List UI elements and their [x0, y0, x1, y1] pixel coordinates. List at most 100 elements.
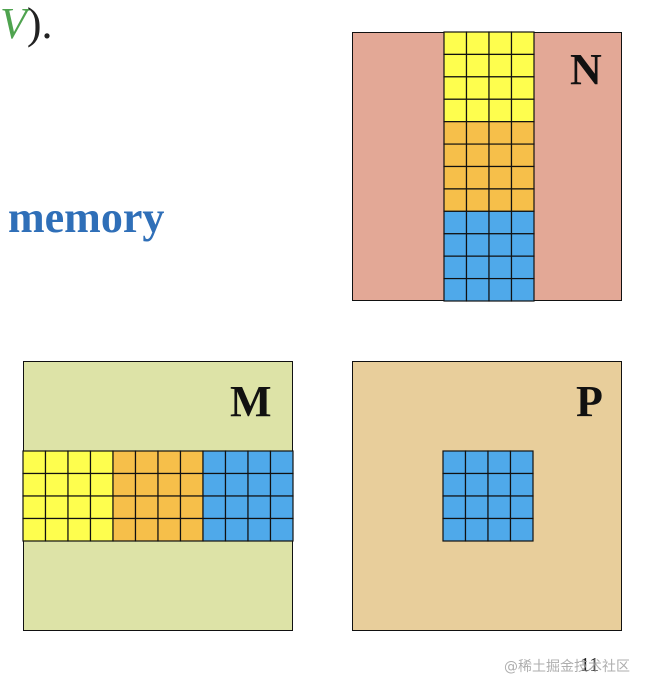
m-tile-1-cell — [44, 450, 69, 475]
n-tile-3-cell — [443, 255, 468, 280]
n-tile-3-cell — [488, 277, 513, 302]
p-tile-cell — [487, 495, 512, 520]
m-tile-1-cell — [44, 517, 69, 542]
n-tile-2-cell — [443, 121, 468, 145]
page-number: 11 — [580, 654, 600, 676]
n-tile-3-cell — [465, 233, 490, 257]
n-tile-3-cell — [465, 277, 490, 302]
p-tile-cell — [442, 495, 467, 520]
variable-v: V — [0, 0, 27, 48]
m-tile-3-cell — [202, 472, 227, 497]
m-tile-2-cell — [134, 450, 159, 475]
matrix-p-output-tile — [442, 450, 534, 542]
m-tile-1-cell — [89, 517, 114, 542]
m-tile-2-cell — [112, 450, 137, 475]
n-tile-2-cell — [488, 188, 513, 212]
n-tile-1-cell — [465, 53, 490, 78]
m-tile-3-cell — [202, 495, 227, 520]
m-tile-1-cell — [22, 450, 47, 475]
m-tile-3-cell — [202, 450, 227, 475]
m-tile-3-cell — [269, 495, 294, 520]
m-tile-2-cell — [112, 472, 137, 497]
matrix-n-label: N — [570, 45, 602, 94]
m-tile-3-cell — [202, 517, 227, 542]
n-tile-3-cell — [510, 255, 535, 280]
n-tile-3-cell — [443, 277, 468, 302]
m-tile-2-cell — [112, 517, 137, 542]
m-tile-3-cell — [247, 517, 272, 542]
closing-paren: ). — [26, 0, 53, 48]
memory-heading: memory — [8, 193, 165, 242]
n-tile-2-cell — [443, 143, 468, 168]
m-tile-3-cell — [269, 517, 294, 542]
n-tile-1-cell — [443, 53, 468, 78]
m-tile-3-cell — [247, 472, 272, 497]
n-tile-1-cell — [488, 53, 513, 78]
n-tile-1-cell — [510, 53, 535, 78]
n-tile-1-cell — [465, 98, 490, 123]
n-tile-3-cell — [510, 277, 535, 302]
m-tile-2-cell — [134, 495, 159, 520]
p-tile-cell — [464, 517, 489, 542]
n-tile-2-cell — [510, 165, 535, 190]
m-tile-2-cell — [134, 517, 159, 542]
n-tile-1-cell — [488, 31, 513, 56]
matrix-m-label: M — [230, 377, 272, 426]
n-tile-3-cell — [488, 233, 513, 257]
n-tile-1-cell — [443, 76, 468, 100]
m-tile-3-cell — [224, 450, 249, 475]
matrix-m-tile-row — [22, 450, 294, 542]
p-tile-cell — [509, 495, 534, 520]
n-tile-1-cell — [443, 31, 468, 56]
n-tile-2-cell — [465, 165, 490, 190]
p-tile-cell — [442, 450, 467, 475]
watermark: @稀土掘金技术社区 — [504, 659, 630, 675]
m-tile-1-cell — [44, 495, 69, 520]
m-tile-1-cell — [67, 450, 92, 475]
partial-equation-text: V). — [0, 2, 53, 46]
m-tile-3-cell — [269, 472, 294, 497]
m-tile-1-cell — [89, 495, 114, 520]
n-tile-1-cell — [510, 98, 535, 123]
m-tile-3-cell — [247, 450, 272, 475]
m-tile-2-cell — [179, 450, 204, 475]
n-tile-1-cell — [510, 76, 535, 100]
m-tile-1-cell — [44, 472, 69, 497]
p-tile-cell — [464, 495, 489, 520]
m-tile-1-cell — [67, 517, 92, 542]
p-tile-cell — [442, 517, 467, 542]
n-tile-2-cell — [510, 121, 535, 145]
m-tile-3-cell — [224, 495, 249, 520]
n-tile-3-cell — [443, 233, 468, 257]
m-tile-1-cell — [67, 495, 92, 520]
n-tile-3-cell — [465, 255, 490, 280]
p-tile-cell — [464, 472, 489, 497]
p-tile-cell — [509, 450, 534, 475]
m-tile-1-cell — [22, 495, 47, 520]
m-tile-2-cell — [157, 495, 182, 520]
n-tile-2-cell — [488, 121, 513, 145]
p-tile-cell — [487, 517, 512, 542]
n-tile-1-cell — [465, 31, 490, 56]
n-tile-3-cell — [443, 210, 468, 235]
n-tile-2-cell — [488, 165, 513, 190]
m-tile-1-cell — [22, 517, 47, 542]
n-tile-2-cell — [465, 188, 490, 212]
matrix-p-label: P — [576, 377, 603, 426]
m-tile-3-cell — [224, 472, 249, 497]
n-tile-2-cell — [443, 188, 468, 212]
n-tile-3-cell — [510, 210, 535, 235]
m-tile-2-cell — [179, 517, 204, 542]
p-tile-cell — [487, 450, 512, 475]
m-tile-2-cell — [179, 495, 204, 520]
p-tile-cell — [442, 472, 467, 497]
n-tile-1-cell — [510, 31, 535, 56]
n-tile-2-cell — [510, 188, 535, 212]
m-tile-1-cell — [22, 472, 47, 497]
n-tile-1-cell — [465, 76, 490, 100]
n-tile-1-cell — [443, 98, 468, 123]
m-tile-2-cell — [157, 450, 182, 475]
n-tile-2-cell — [443, 165, 468, 190]
n-tile-2-cell — [465, 143, 490, 168]
m-tile-1-cell — [67, 472, 92, 497]
